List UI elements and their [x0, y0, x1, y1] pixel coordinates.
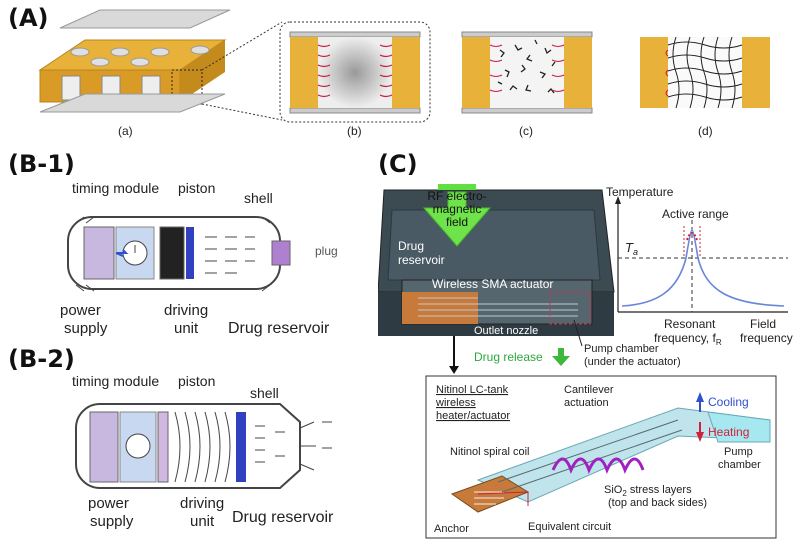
subpanel-label-c: (c) — [519, 124, 533, 138]
capsule-device-b1 — [67, 216, 291, 292]
c-pump-chamber-line2: (under the actuator) — [584, 356, 681, 368]
b1-piston-label: piston — [178, 180, 215, 196]
subpanel-label-a: (a) — [118, 124, 133, 138]
c-drug-line2: reservoir — [398, 253, 445, 267]
graph-resonant-line1: Resonant — [664, 317, 716, 331]
inset-title-line3: heater/actuator — [436, 410, 510, 422]
b2-drug-reservoir-label: Drug reservoir — [232, 509, 334, 526]
b1-drug-reservoir-label: Drug reservoir — [228, 320, 330, 337]
inset-sio2-sides: (top and back sides) — [608, 497, 707, 509]
c-outlet-nozzle-label: Outlet nozzle — [474, 325, 538, 337]
inset-sio2-rest: stress layers — [627, 484, 692, 496]
c-rf-line3: field — [446, 215, 468, 229]
b1-power-label: power — [60, 302, 101, 319]
inset-spiral-coil-label: Nitinol spiral coil — [450, 446, 529, 458]
c-drug-release-label: Drug release — [474, 350, 543, 364]
inset-title-line1: Nitinol LC-tank — [436, 384, 509, 396]
rf-field-arrow — [422, 191, 492, 247]
inset-sio2-sub: 2 — [622, 489, 627, 498]
graph-ta-sub: a — [633, 247, 638, 257]
b1-timing-module-label: timing module — [72, 180, 159, 196]
cooling-arrow — [696, 392, 704, 412]
pore-open-view — [279, 21, 431, 123]
b1-shell-label: shell — [244, 190, 273, 206]
b1-plug-label: plug — [315, 244, 338, 258]
graph-temperature-label: Temperature — [606, 185, 674, 199]
panel-c-figure: RF electro- magnetic field Drug reservoi… — [378, 184, 793, 539]
b2-supply-label: supply — [90, 513, 134, 530]
c-rf-line2: magnetic — [433, 202, 482, 216]
inset-sio2-label: SiO — [604, 484, 623, 496]
panel-label-a: (A) — [8, 4, 49, 32]
c-drug-line1: Drug — [398, 239, 424, 253]
panel-label-b2: (B-2) — [8, 345, 75, 373]
resonance-graph — [615, 196, 788, 313]
graph-field-line1: Field — [750, 317, 776, 331]
inset-cantilever-line2: actuation — [564, 397, 609, 409]
panel-label-b1: (B-1) — [8, 150, 75, 178]
pore-drug-view — [461, 31, 593, 114]
inset-pump-line2: chamber — [718, 459, 761, 471]
b1-unit-label: unit — [174, 320, 199, 337]
lc-tank-inset — [425, 375, 777, 539]
c-wireless-sma-label: Wireless SMA actuator — [432, 277, 553, 291]
pore-network-view — [640, 36, 770, 109]
svg-text:SiO2 stress layers: SiO2 stress layers — [604, 484, 692, 498]
heating-arrow — [696, 422, 704, 442]
drug-release-arrow — [552, 348, 570, 366]
inset-pump-line1: Pump — [724, 446, 753, 458]
pump-chamber-leader — [573, 319, 583, 347]
inset-anchor-label: Anchor — [434, 523, 469, 535]
inset-heating-label: Heating — [708, 425, 749, 439]
subpanel-label-b: (b) — [347, 124, 362, 138]
membrane-block — [38, 9, 231, 113]
b2-power-label: power — [88, 495, 129, 512]
inset-title-line2: wireless — [435, 397, 476, 409]
panel-b2-figure: timing module piston shell power supply … — [72, 373, 334, 530]
b1-supply-label: supply — [64, 320, 108, 337]
b2-unit-label: unit — [190, 513, 215, 530]
svg-text:Ta: Ta — [625, 240, 638, 257]
c-rf-line1: RF electro- — [427, 189, 486, 203]
b1-driving-label: driving — [164, 302, 208, 319]
capsule-device-b2 — [75, 403, 332, 489]
b2-driving-label: driving — [180, 495, 224, 512]
b2-piston-label: piston — [178, 373, 215, 389]
inset-cantilever-line1: Cantilever — [564, 384, 614, 396]
panel-a-figure: (a) (b) (c) (d) — [38, 9, 770, 138]
graph-ta-label: T — [625, 240, 634, 255]
graph-resonant-line2: frequency, f — [654, 331, 716, 345]
subpanel-label-d: (d) — [698, 124, 713, 138]
inset-cooling-label: Cooling — [708, 395, 749, 409]
graph-active-range-label: Active range — [662, 207, 729, 221]
svg-text:frequency, fR: frequency, fR — [654, 331, 722, 347]
graph-field-line2: frequency — [740, 331, 793, 345]
panel-label-c: (C) — [378, 150, 418, 178]
c-pump-chamber-line1: Pump chamber — [584, 343, 659, 355]
panel-b1-figure: timing module piston shell plug power su… — [60, 180, 338, 337]
b2-shell-label: shell — [250, 385, 279, 401]
b2-timing-module-label: timing module — [72, 373, 159, 389]
inset-equiv-circuit-label: Equivalent circuit — [528, 521, 611, 533]
graph-resonant-sub: R — [716, 338, 722, 347]
